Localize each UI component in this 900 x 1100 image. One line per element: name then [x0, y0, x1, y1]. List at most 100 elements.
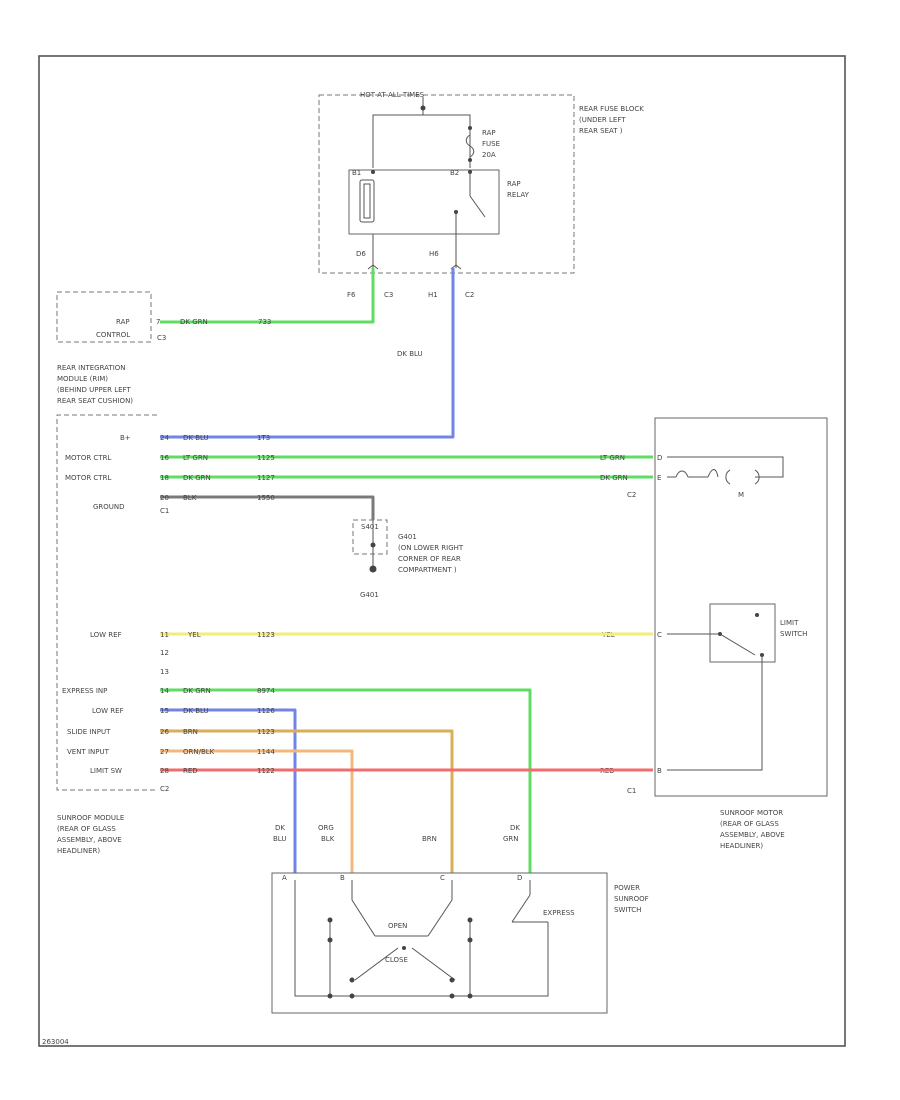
rim-row-2-circuit: 1127 [257, 474, 275, 482]
rim-label-line-3: (BEHIND UPPER LEFT [57, 386, 131, 394]
module-row-5-circuit: 1123 [257, 728, 275, 736]
motor-symbol-icon [725, 469, 760, 485]
module-row-6-pin: 27 [160, 748, 169, 756]
rim-row-2: MOTOR CTRL 18 DK GRN 1127 [65, 474, 275, 482]
switch-right-post-top-dot [467, 917, 473, 923]
rim-connector: C1 [160, 507, 169, 515]
fuse-block-conn-left: C3 [384, 291, 393, 299]
switch-left-post-mid-dot [327, 937, 333, 943]
switch-wire-0-line-1: DK [275, 824, 285, 832]
rim-label-line-4: REAR SEAT CUSHION) [57, 397, 133, 405]
module-row-3-circuit: 8974 [257, 687, 275, 695]
switch-wire-0-label: DK BLU [273, 824, 286, 843]
fuse-top-dot [468, 126, 472, 130]
sunroof-module-label: SUNROOF MODULE (REAR OF GLASS ASSEMBLY, … [57, 814, 124, 855]
module-row-3-name: EXPRESS INP [62, 687, 107, 695]
rim-label: REAR INTEGRATION MODULE (RIM) (BEHIND UP… [57, 364, 133, 405]
express-switch-label: EXPRESS [543, 909, 575, 917]
switch-wire-2-label: BRN [422, 835, 437, 843]
switch-open-label: OPEN [388, 922, 407, 930]
limit-switch-line-2: SWITCH [780, 630, 807, 638]
module-row-0-color: YEL [187, 631, 201, 639]
switch-vent-arm [351, 899, 376, 937]
switch-wire-3-line-2: GRN [503, 835, 519, 843]
relay-contact-dot [454, 210, 458, 214]
rap-relay-line-2: RELAY [507, 191, 530, 199]
module-row-5-pin: 26 [160, 728, 169, 736]
module-row-3-color: DK GRN [183, 687, 211, 695]
rap-control-connector: C3 [157, 334, 166, 342]
motor-lower-connector: C1 [627, 787, 636, 795]
power-switch-line-3: SWITCH [614, 906, 641, 914]
rap-control-wire [160, 268, 375, 324]
fuse-bottom-dot [468, 158, 472, 162]
module-row-0-circuit: 1123 [257, 631, 275, 639]
rim-label-line-2: MODULE (RIM) [57, 375, 108, 383]
diagram-frame [38, 55, 846, 1047]
ground-symbol-icon [369, 565, 377, 573]
switch-bus-dot-5 [449, 977, 455, 983]
sunroof-motor-outline [654, 417, 828, 797]
hot-feed-splice-dot [420, 105, 426, 111]
module-row-1-pin: 12 [160, 649, 169, 657]
rap-relay-label: RAP RELAY [507, 180, 530, 199]
switch-wire-1-label: ORG BLK [318, 824, 335, 843]
module-row-6-name: VENT INPUT [67, 748, 110, 756]
module-row-7-pin: 28 [160, 767, 169, 775]
motor-label-line-2: (REAR OF GLASS [720, 820, 779, 828]
motor-row-0-color: LT GRN [600, 454, 625, 462]
connector-c2-chevron [450, 264, 462, 270]
fuse-block-location-line-2: (UNDER LEFT [579, 116, 626, 124]
express-input-wire [160, 688, 532, 873]
module-row-4-pin: 15 [160, 707, 169, 715]
module-row-4-name: LOW REF [92, 707, 124, 715]
motor-brush-icon [675, 470, 689, 478]
switch-close-left-arm [354, 947, 399, 981]
module-row-4-circuit: 1126 [257, 707, 275, 715]
module-connector: C2 [160, 785, 169, 793]
switch-bus-dot-2 [349, 993, 355, 999]
motor-label-line-3: ASSEMBLY, ABOVE [720, 831, 785, 839]
express-switch-contact-icon [511, 894, 531, 923]
motor-upper-lead [667, 456, 784, 478]
switch-bus-dot-6 [467, 993, 473, 999]
switch-pin-c: C [440, 874, 445, 882]
switch-pin-d: D [517, 874, 522, 882]
relay-coil-icon [359, 179, 375, 223]
module-row-3-pin: 14 [160, 687, 169, 695]
module-row-0: LOW REF 11 YEL 1123 [90, 631, 275, 639]
rap-control-line-2: CONTROL [96, 331, 130, 339]
module-row-3: EXPRESS INP 14 DK GRN 8974 [62, 687, 275, 695]
rim-row-0-name: B+ [120, 434, 131, 442]
motor-label-line-4: HEADLINER) [720, 842, 763, 850]
motor-m-label: M [738, 491, 744, 499]
rap-fuse-icon [465, 134, 475, 158]
switch-common-bus [294, 880, 549, 997]
relay-left-top-dot [371, 170, 375, 174]
rim-row-0-circuit: 1T3 [257, 434, 270, 442]
limit-switch-contact-icon [719, 633, 756, 656]
fuse-block-pin-left-bottom: D6 [356, 250, 366, 258]
rim-row-0: B+ 24 DK BLU 1T3 [120, 434, 270, 442]
relay-coil-core [363, 183, 371, 219]
fuse-block-location-line-1: REAR FUSE BLOCK [579, 105, 644, 113]
switch-wire-0-line-2: BLU [273, 835, 286, 843]
switch-right-post-mid-dot [467, 937, 473, 943]
module-row-6: VENT INPUT 27 ORN/BLK 1144 [67, 748, 275, 756]
rim-row-3-color: BLK [183, 494, 197, 502]
fuse-block-bus-wire [372, 114, 471, 168]
module-row-7: LIMIT SW 28 RED 1122 [90, 767, 275, 775]
rim-row-1-circuit: 1125 [257, 454, 275, 462]
rap-control-pin: 7 [156, 318, 160, 326]
limit-switch-top-dot [755, 613, 759, 617]
switch-wire-1-line-2: BLK [321, 835, 335, 843]
motor-lower-row-1-pin: B [657, 767, 662, 775]
limit-switch-line-1: LIMIT [780, 619, 799, 627]
switch-close-center-dot [402, 946, 406, 950]
rim-label-line-1: REAR INTEGRATION [57, 364, 126, 372]
module-row-4-color: DK BLU [183, 707, 209, 715]
rim-row-2-name: MOTOR CTRL [65, 474, 111, 482]
relay-pin-left-top: B1 [352, 169, 361, 177]
rim-row-1-color: LT GRN [183, 454, 208, 462]
